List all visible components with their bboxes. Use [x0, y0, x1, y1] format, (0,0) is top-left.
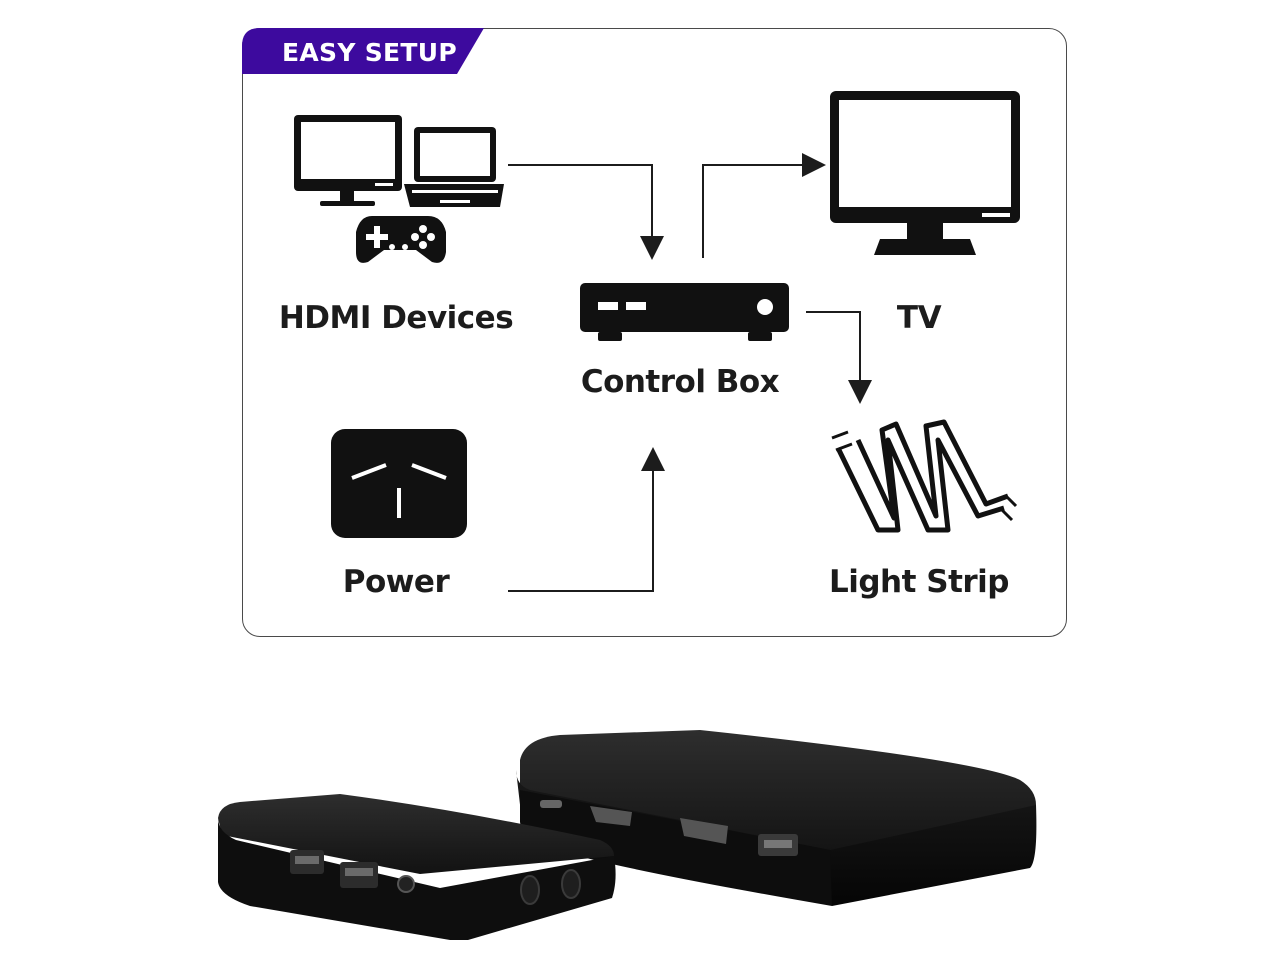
hdmi-devices-label: HDMI Devices — [278, 300, 514, 336]
badge-label: EASY SETUP — [282, 38, 457, 67]
large-control-box — [516, 730, 1037, 906]
control-box-icon — [580, 283, 789, 341]
laptop-icon — [404, 127, 504, 207]
light-strip-icon — [831, 419, 1018, 533]
desktop-monitor-icon — [294, 115, 402, 206]
edge-control-to-tv — [702, 153, 826, 258]
edge-hdmi-to-control — [508, 164, 664, 260]
power-adapter-icon — [331, 429, 467, 538]
tv-icon — [830, 91, 1020, 255]
light-strip-label: Light Strip — [828, 564, 1010, 600]
tv-label: TV — [896, 300, 942, 336]
power-label: Power — [342, 564, 450, 600]
edge-control-to-strip — [806, 311, 872, 404]
easy-setup-badge — [242, 28, 484, 74]
control-box-label: Control Box — [580, 364, 780, 400]
setup-panel — [242, 28, 1067, 637]
edge-power-to-control — [508, 447, 665, 592]
small-transmitter-box — [218, 794, 616, 940]
gamepad-icon — [356, 216, 446, 263]
